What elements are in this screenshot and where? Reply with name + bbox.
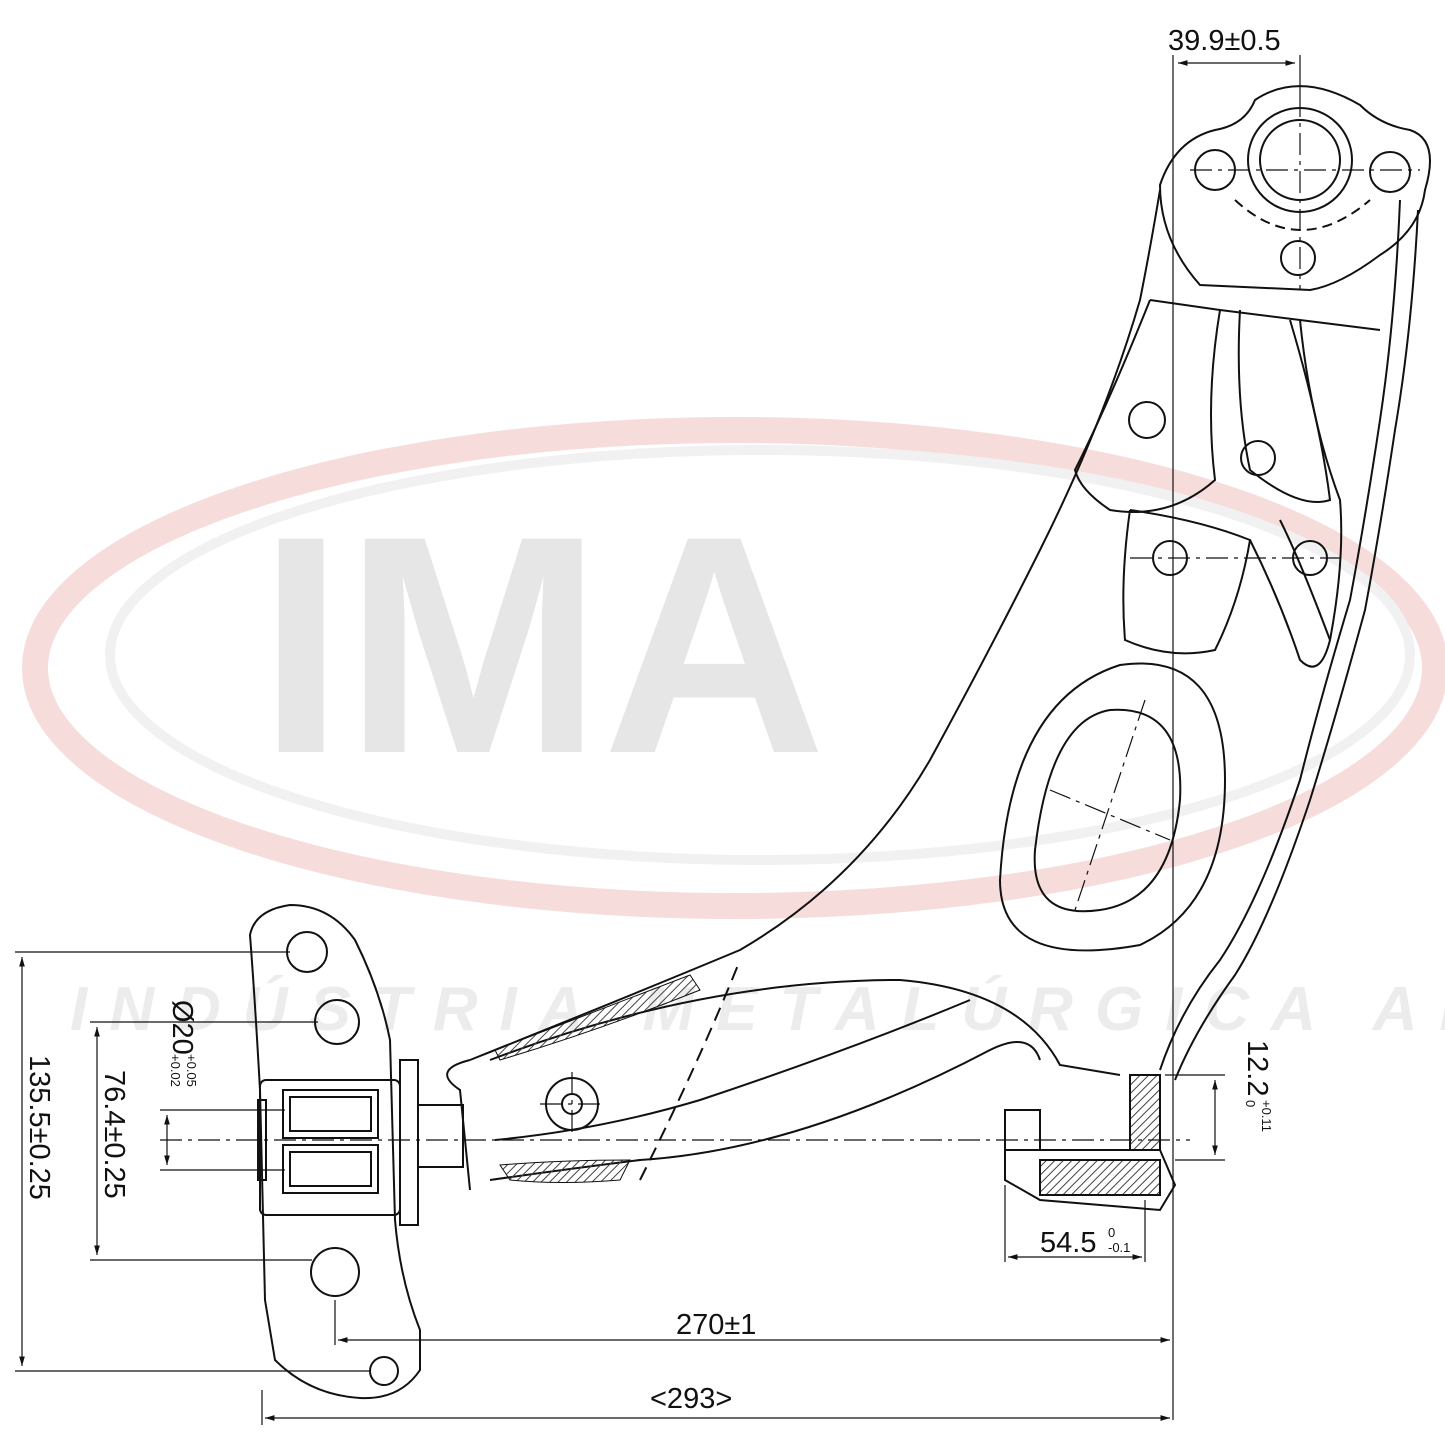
dim-overall-length: <293> xyxy=(650,1383,732,1415)
svg-text:0: 0 xyxy=(1243,1100,1258,1107)
svg-text:135.5±0.25: 135.5±0.25 xyxy=(23,1055,55,1200)
dim-rear-bushing-length: 54.5 0 -0.1 xyxy=(1040,1225,1130,1259)
svg-text:54.5: 54.5 xyxy=(1040,1227,1096,1259)
dim-bushing-diameter: Ø20 +0.05 +0.02 xyxy=(166,1000,199,1087)
dim-rear-bushing-offset: 12.2 +0.11 0 xyxy=(1241,1040,1274,1132)
dim-mount-spacing: 76.4±0.25 xyxy=(98,1070,130,1199)
dim-pivot-to-ball-joint: 270±1 xyxy=(676,1309,756,1341)
svg-text:0: 0 xyxy=(1108,1225,1115,1240)
svg-text:12.2: 12.2 xyxy=(1241,1040,1273,1096)
svg-text:+0.11: +0.11 xyxy=(1259,1100,1274,1132)
dimension-labels: 39.9±0.5 <293> 270±1 54.5 0 -0.1 12.2 +0… xyxy=(23,25,1281,1415)
center-lines xyxy=(160,95,1420,1141)
dimension-lines xyxy=(15,55,1301,1425)
watermark-ring xyxy=(22,417,1445,919)
watermark-company: INDÚSTRIA METALÚRGICA ALLI xyxy=(70,975,1445,1044)
dim-bracket-height: 135.5±0.25 xyxy=(23,1055,55,1200)
svg-text:+0.05: +0.05 xyxy=(184,1054,199,1087)
svg-text:-0.1: -0.1 xyxy=(1108,1240,1130,1255)
hatched-sections xyxy=(494,974,701,1183)
svg-text:Ø20: Ø20 xyxy=(166,1000,198,1055)
watermark-logo: IMA INDÚSTRIA METALÚRGICA ALLI xyxy=(22,417,1445,1044)
watermark-letters: IMA xyxy=(258,471,826,818)
svg-text:76.4±0.25: 76.4±0.25 xyxy=(98,1070,130,1199)
svg-text:+0.02: +0.02 xyxy=(168,1054,183,1087)
dim-ball-joint-offset: 39.9±0.5 xyxy=(1168,25,1281,57)
